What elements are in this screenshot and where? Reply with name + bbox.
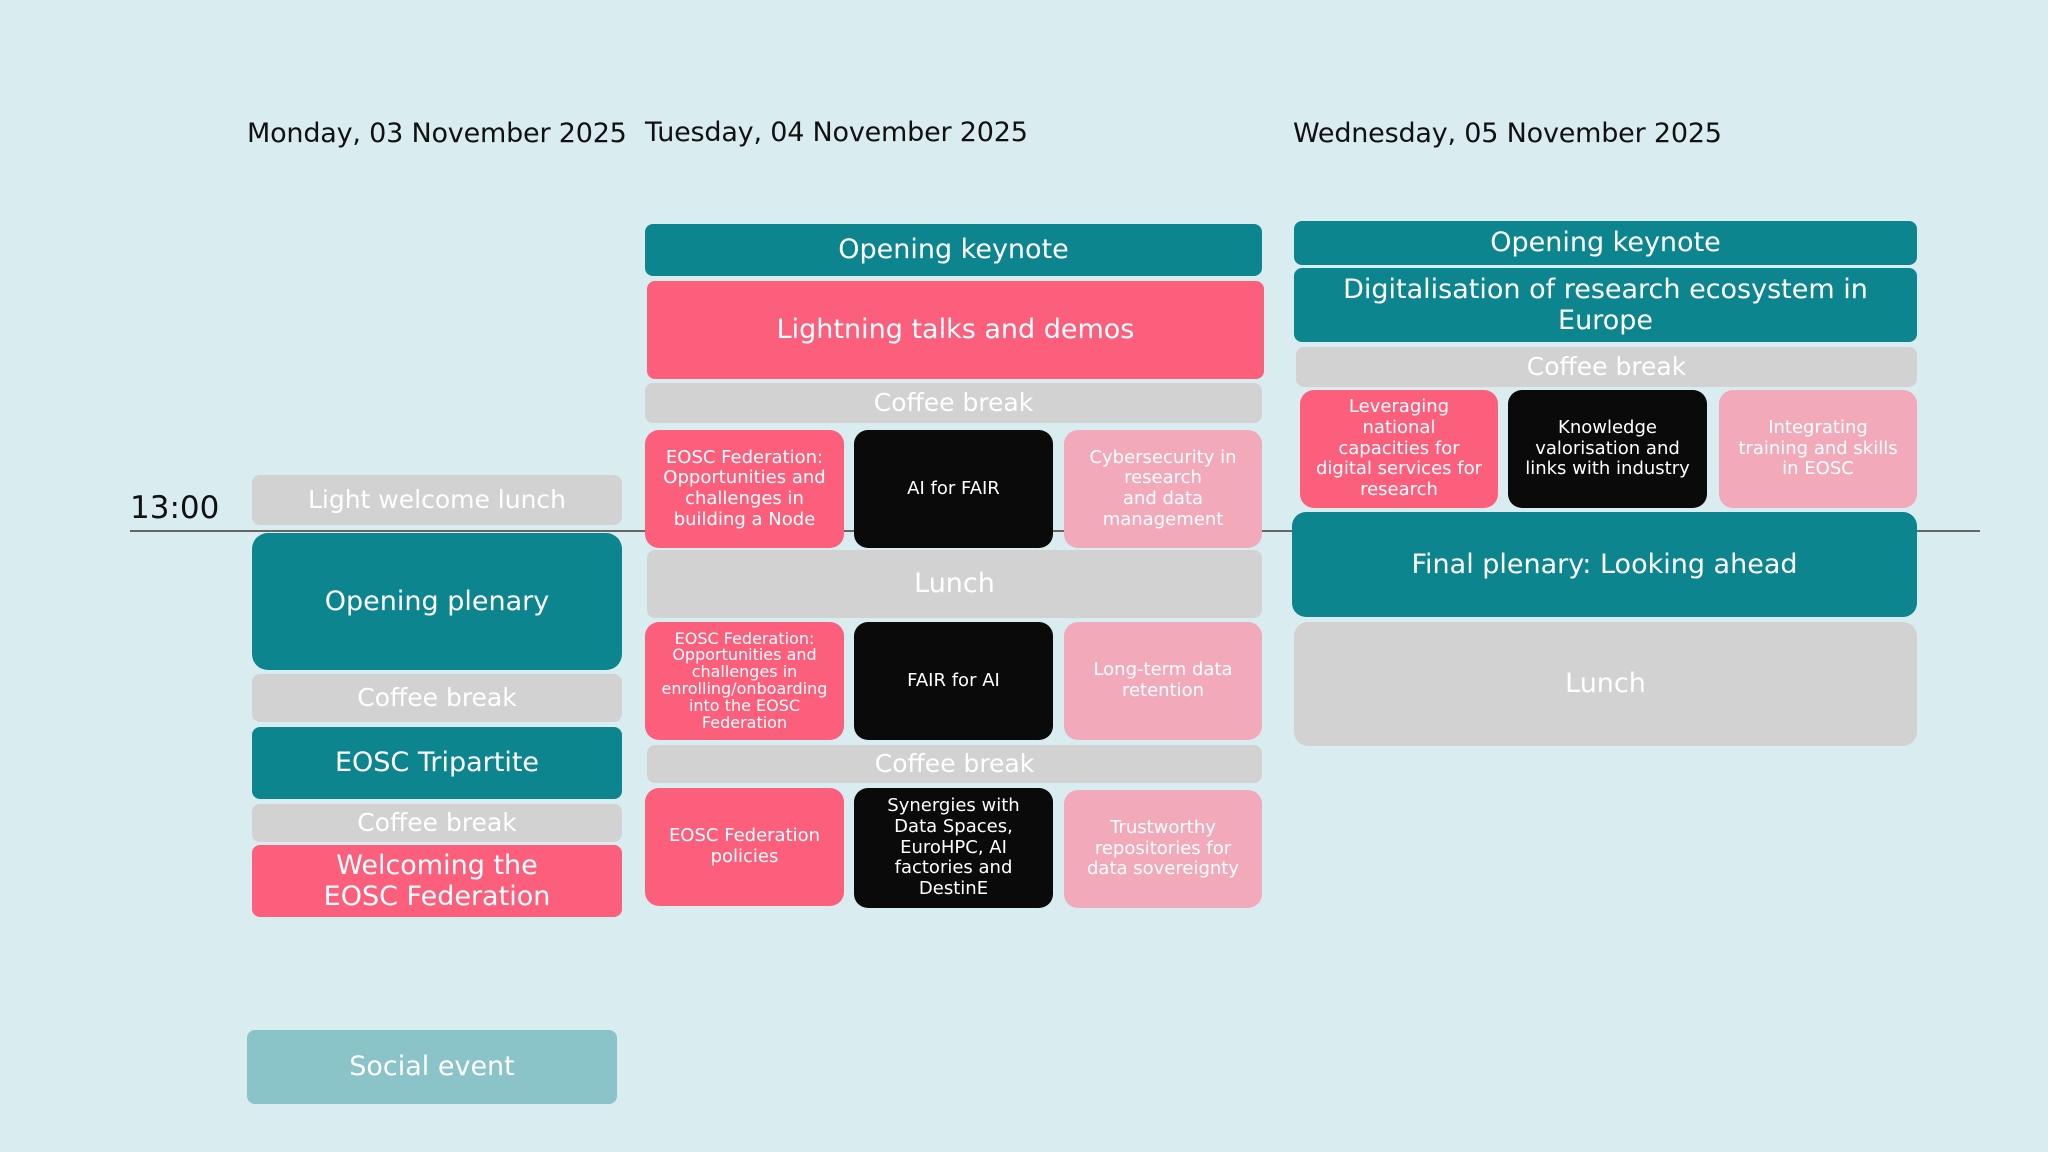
session-lunch: Lunch [647, 550, 1262, 618]
time-marker-line [130, 530, 1980, 532]
session-coffee-break: Coffee break [252, 674, 622, 722]
session-lightning-talks-demos: Lightning talks and demos [647, 281, 1264, 379]
session-final-plenary: Final plenary: Looking ahead [1292, 512, 1917, 617]
session-coffee-break: Coffee break [645, 383, 1262, 423]
session-long-term-data-retention: Long-term data retention [1064, 622, 1262, 740]
session-welcoming-eosc-federation: Welcoming the EOSC Federation [252, 845, 622, 917]
session-eosc-tripartite: EOSC Tripartite [252, 727, 622, 799]
session-cybersecurity: Cybersecurity in research and data manag… [1064, 430, 1262, 548]
session-leveraging-national-capacities: Leveraging national capacities for digit… [1300, 390, 1498, 508]
day-title-tuesday: Tuesday, 04 November 2025 [645, 117, 1028, 148]
session-trustworthy-repositories: Trustworthy repositories for data sovere… [1064, 790, 1262, 908]
session-light-welcome-lunch: Light welcome lunch [252, 475, 622, 525]
session-fair-for-ai: FAIR for AI [854, 622, 1053, 740]
session-opening-plenary: Opening plenary [252, 533, 622, 670]
session-knowledge-valorisation: Knowledge valorisation and links with in… [1508, 390, 1707, 508]
session-digitalisation-research-ecosystem: Digitalisation of research ecosystem in … [1294, 268, 1917, 342]
session-opening-keynote: Opening keynote [1294, 221, 1917, 265]
day-title-monday: Monday, 03 November 2025 [247, 118, 627, 149]
session-eosc-federation-building-node: EOSC Federation: Opportunities and chall… [645, 430, 844, 548]
session-eosc-federation-onboarding: EOSC Federation: Opportunities and chall… [645, 622, 844, 740]
session-ai-for-fair: AI for FAIR [854, 430, 1053, 548]
session-eosc-federation-policies: EOSC Federation policies [645, 788, 844, 906]
session-integrating-training-skills: Integrating training and skills in EOSC [1719, 390, 1917, 508]
session-opening-keynote: Opening keynote [645, 224, 1262, 276]
session-synergies-data-spaces: Synergies with Data Spaces, EuroHPC, AI … [854, 788, 1053, 908]
session-lunch: Lunch [1294, 622, 1917, 746]
session-social-event: Social event [247, 1030, 617, 1104]
day-title-wednesday: Wednesday, 05 November 2025 [1293, 118, 1722, 149]
time-marker-label: 13:00 [130, 490, 220, 526]
session-coffee-break: Coffee break [1296, 347, 1917, 387]
session-coffee-break: Coffee break [252, 804, 622, 842]
session-coffee-break: Coffee break [647, 745, 1262, 783]
